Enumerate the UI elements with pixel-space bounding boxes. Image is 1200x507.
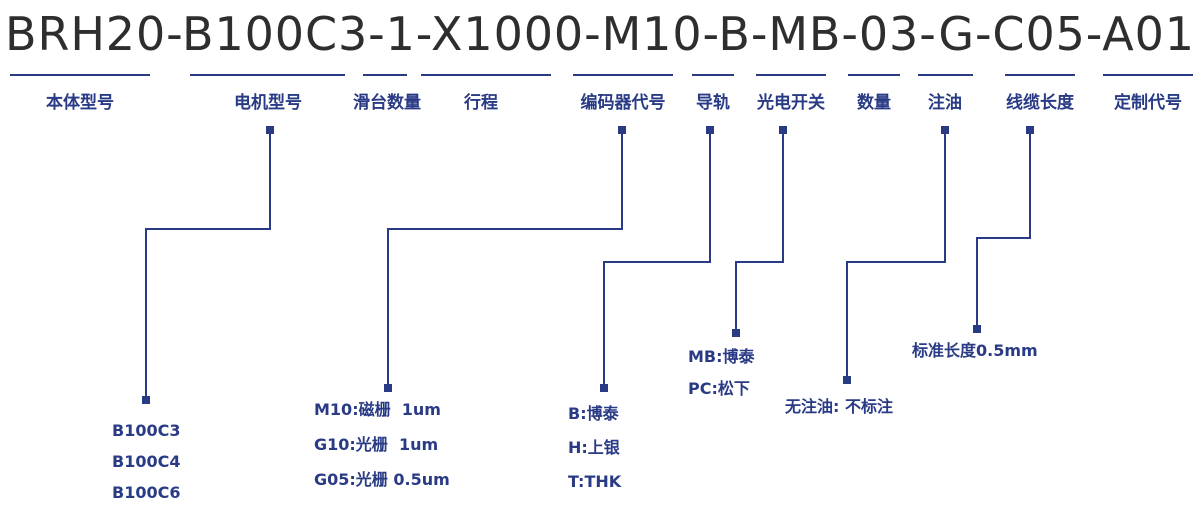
option-lubrication-none: 无注油: 不标注: [785, 397, 893, 416]
model-code: BRH20-B100C3-1-X1000-M10-B-MB-03-G-C05-A…: [5, 7, 1195, 61]
option-rail-b: B:博泰: [568, 404, 619, 423]
option-switch-pc: PC:松下: [688, 379, 750, 398]
option-motor-b100c3: B100C3: [112, 421, 181, 440]
label-custom-code: 定制代号: [1114, 93, 1182, 113]
label-rail: 导轨: [696, 93, 730, 113]
node-motor-top: [266, 126, 274, 134]
underline-photo-switch: [756, 74, 826, 76]
option-motor-b100c4: B100C4: [112, 452, 181, 471]
underline-lubrication: [918, 74, 973, 76]
option-encoder-g10: G10:光栅 1um: [314, 435, 439, 454]
option-encoder-g05: G05:光栅 0.5um: [314, 470, 450, 489]
underline-motor-model: [190, 74, 345, 76]
node-cable-length-top: [1026, 126, 1034, 134]
node-photo-switch-top: [779, 126, 787, 134]
node-rail-bottom: [600, 384, 608, 392]
connector-lubrication: [846, 130, 946, 380]
option-encoder-m10: M10:磁栅 1um: [314, 400, 441, 419]
label-stroke: 行程: [464, 93, 498, 113]
underline-stroke: [421, 74, 551, 76]
label-quantity: 数量: [857, 93, 891, 113]
underline-encoder: [573, 74, 673, 76]
node-encoder-top: [618, 126, 626, 134]
connector-cable-length: [976, 130, 1031, 329]
node-lubrication-bottom: [843, 376, 851, 384]
connector-rail: [603, 130, 711, 388]
underline-custom-code: [1103, 74, 1193, 76]
underline-cable-length: [1005, 74, 1075, 76]
label-motor-model: 电机型号: [234, 93, 302, 113]
underline-rail: [692, 74, 734, 76]
option-cable-standard: 标准长度0.5mm: [912, 341, 1038, 360]
connector-photo-switch: [735, 130, 784, 333]
label-photo-switch: 光电开关: [757, 93, 825, 113]
node-encoder-bottom: [384, 384, 392, 392]
connector-motor: [145, 130, 271, 400]
label-slide-count: 滑台数量: [353, 93, 421, 113]
label-cable-length: 线缆长度: [1006, 93, 1074, 113]
label-body-model: 本体型号: [46, 93, 114, 113]
underline-slide-count: [363, 74, 407, 76]
option-switch-mb: MB:博泰: [688, 347, 755, 366]
node-cable-length-bottom: [973, 325, 981, 333]
option-rail-t: T:THK: [568, 472, 622, 491]
connector-encoder: [387, 130, 623, 388]
underline-quantity: [848, 74, 900, 76]
node-lubrication-top: [941, 126, 949, 134]
label-encoder: 编码器代号: [580, 93, 666, 113]
option-rail-h: H:上银: [568, 438, 620, 457]
node-photo-switch-bottom: [732, 329, 740, 337]
node-motor-bottom: [142, 396, 150, 404]
node-rail-top: [706, 126, 714, 134]
underline-body-model: [10, 74, 150, 76]
option-motor-b100c6: B100C6: [112, 483, 181, 502]
label-lubrication: 注油: [928, 93, 962, 113]
